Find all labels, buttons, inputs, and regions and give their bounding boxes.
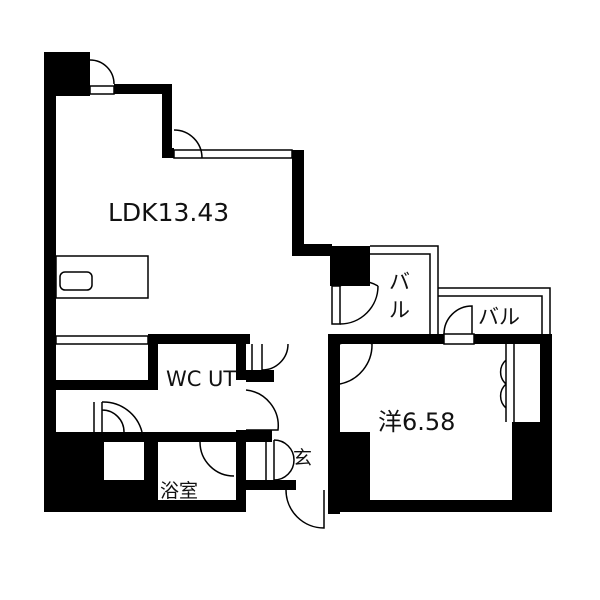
room-label-entrance: 玄 <box>293 447 313 469</box>
room-label-bathroom: 浴室 <box>160 480 199 502</box>
room-label-utility: UT <box>208 367 237 391</box>
room-label-ldk: LDK13.43 <box>108 198 230 227</box>
fixtures <box>55 59 551 529</box>
room-label-balcony-lower: バル <box>478 305 520 329</box>
room-label-balcony-upper: バル <box>389 270 410 322</box>
walls <box>44 52 552 514</box>
room-label-wc: WC <box>166 367 202 391</box>
room-label-western-room: 洋6.58 <box>378 408 456 436</box>
